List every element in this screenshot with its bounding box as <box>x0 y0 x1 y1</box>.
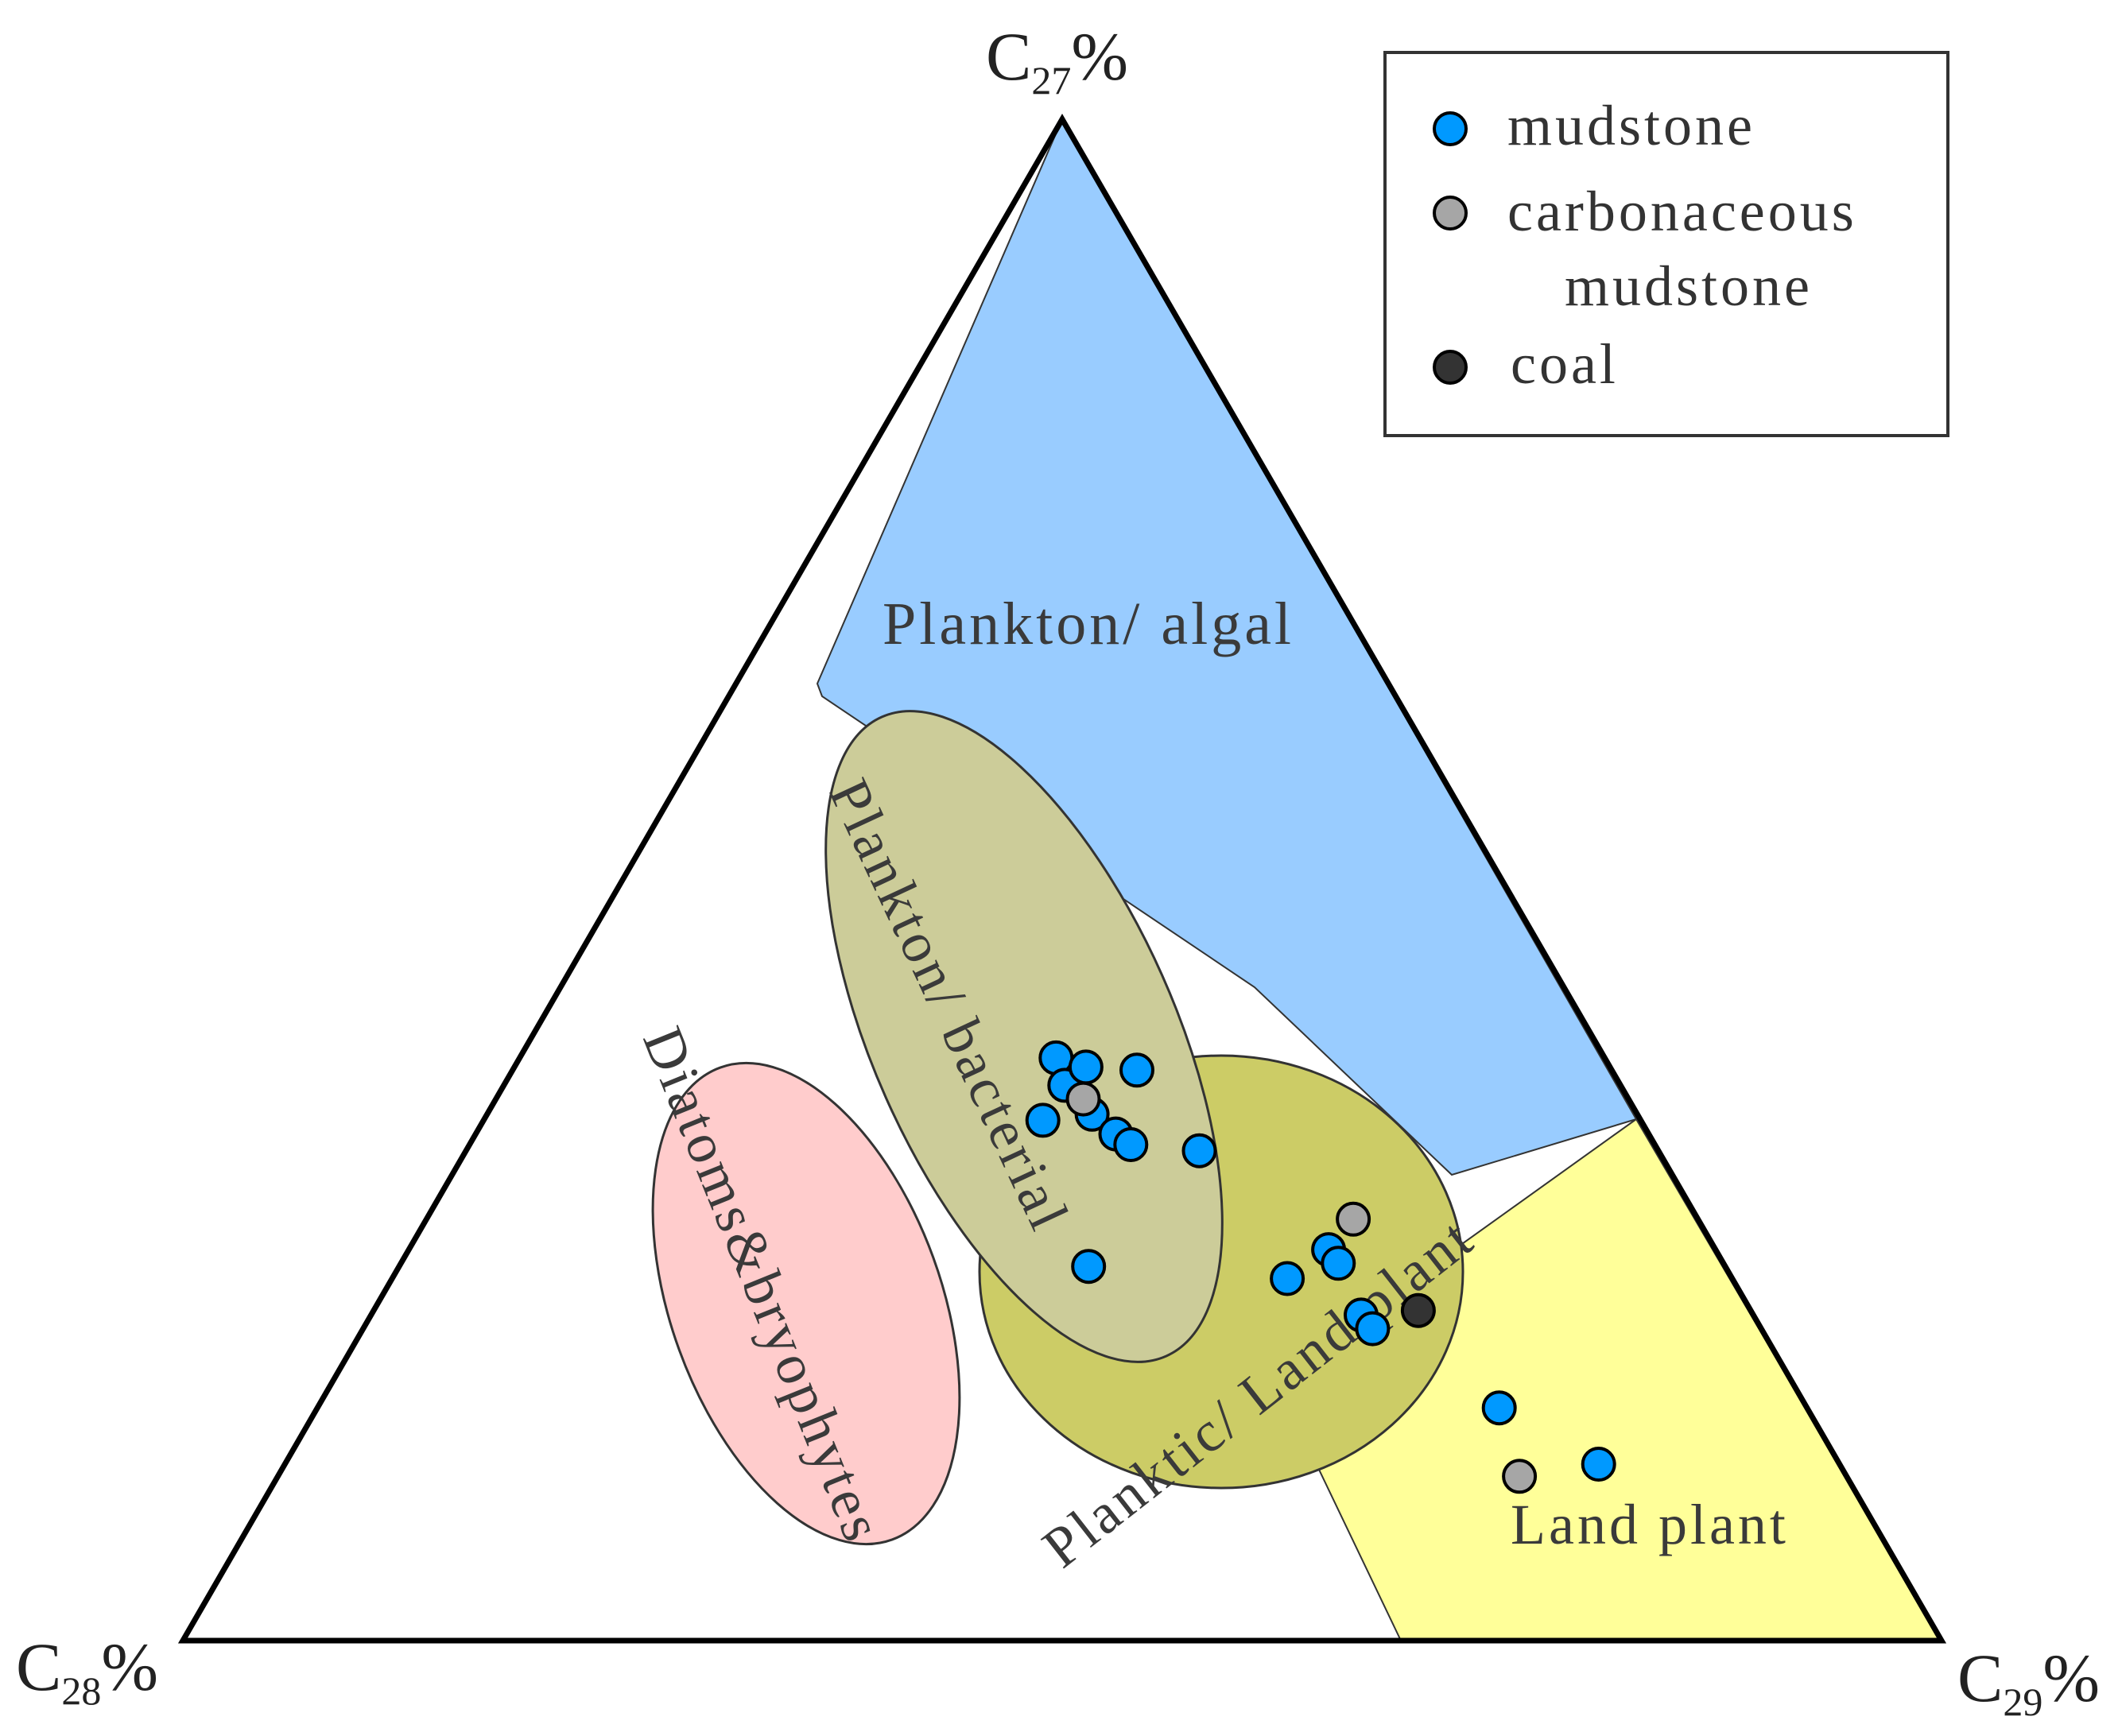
vertex-right-suffix: % <box>2042 1640 2100 1716</box>
point-mudstone-14 <box>1355 1311 1391 1347</box>
vertex-label-top: C27% <box>986 18 1128 103</box>
point-mudstone-5 <box>1025 1102 1061 1138</box>
point-mudstone-9 <box>1071 1249 1107 1285</box>
point-mudstone-15 <box>1481 1390 1517 1426</box>
vertex-label-left: C28% <box>16 1629 158 1713</box>
vertex-left-base: C <box>16 1629 61 1705</box>
point-mudstone-2 <box>1068 1049 1104 1085</box>
regions <box>651 117 1943 1641</box>
point-mudstone-10 <box>1270 1261 1305 1296</box>
region-label-plankton-algal: Plankton/ algal <box>883 591 1294 657</box>
legend-label-mudstone: mudstone <box>1507 94 1755 157</box>
legend-marker-mudstone <box>1433 111 1468 146</box>
vertex-right-sub: 29 <box>2003 1680 2042 1724</box>
vertex-left-suffix: % <box>101 1629 158 1705</box>
point-mudstone-12 <box>1321 1246 1356 1281</box>
vertex-label-right: C29% <box>1957 1640 2100 1724</box>
legend: mudstone carbonaceous mudstone coal <box>1383 51 1949 437</box>
point-carbonaceous-mudstone-2 <box>1502 1459 1538 1494</box>
vertex-top-base: C <box>986 18 1031 95</box>
point-mudstone-3 <box>1119 1052 1154 1088</box>
ternary-triangle <box>177 114 1947 1644</box>
region-label-land-plant: Land plant <box>1511 1493 1789 1556</box>
legend-marker-coal <box>1433 350 1468 385</box>
data-points <box>1025 1040 1616 1494</box>
point-carbonaceous-mudstone-1 <box>1336 1201 1371 1237</box>
vertex-top-sub: 27 <box>1031 58 1071 103</box>
legend-marker-carbonaceous-mudstone <box>1433 196 1468 231</box>
point-carbonaceous-mudstone-0 <box>1065 1081 1101 1117</box>
vertex-top-suffix: % <box>1071 18 1128 95</box>
point-mudstone-16 <box>1581 1447 1616 1482</box>
point-mudstone-7 <box>1113 1127 1149 1162</box>
region-diatoms-bryophytes <box>651 1061 961 1546</box>
point-mudstone-8 <box>1181 1133 1217 1168</box>
legend-box <box>1383 51 1949 437</box>
legend-label-carbonaceous-line2: mudstone <box>1565 254 1813 318</box>
vertex-right-base: C <box>1957 1640 2003 1716</box>
region-plankton-bacterial <box>824 710 1224 1363</box>
legend-label-coal: coal <box>1511 332 1619 396</box>
legend-label-carbonaceous: carbonaceous <box>1507 180 1857 243</box>
point-coal-0 <box>1400 1292 1436 1328</box>
vertex-left-sub: 28 <box>61 1668 101 1713</box>
